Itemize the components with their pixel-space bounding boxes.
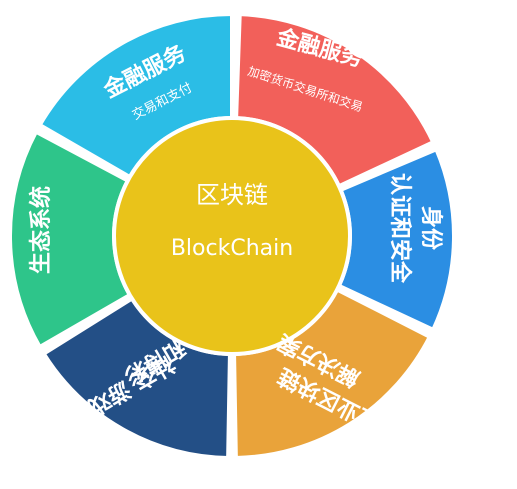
center-title-cn: 区块链 (196, 181, 268, 209)
wheel-segments (8, 11, 456, 461)
label-identity-title: 身份 (418, 206, 444, 251)
center-title-en: BlockChain (171, 236, 293, 261)
center-circle (112, 116, 352, 356)
label-identity-subtitle: 认证和安全 (387, 173, 413, 284)
label-ecosystem-title: 生态系统 (28, 186, 54, 274)
